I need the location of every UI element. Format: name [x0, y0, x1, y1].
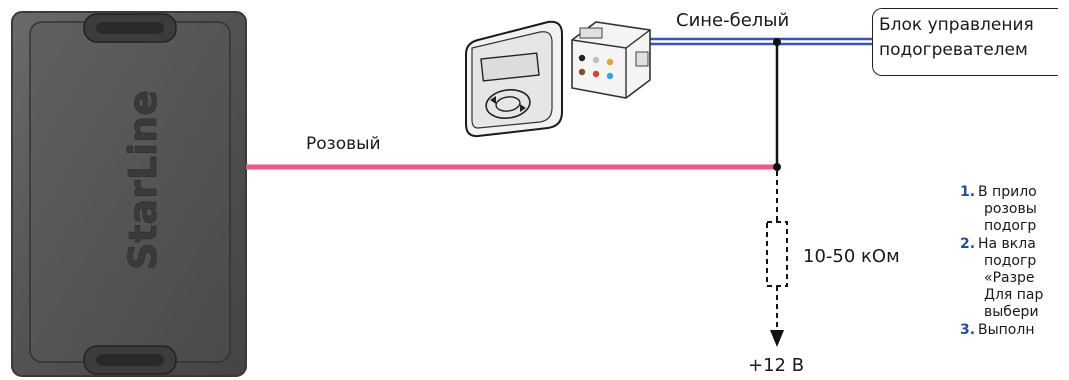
instruction-number: 3.: [960, 321, 976, 338]
remote-display-icon: [465, 20, 563, 138]
power-label: +12 В: [748, 355, 805, 376]
instruction-line: «Разре: [984, 270, 1035, 287]
instruction-number: 1.: [960, 184, 976, 200]
blue-white-wire: [650, 37, 872, 46]
instruction-line: розовы: [984, 201, 1037, 218]
instruction-item: 2.На вкла подогр «Разре Для пар выбери: [960, 236, 1069, 322]
connector-icon: [571, 21, 651, 99]
instruction-line: Для пар: [984, 287, 1044, 304]
pink-wire-label: Розовый: [306, 134, 381, 154]
instruction-item: 3.Выполн: [960, 322, 1069, 339]
instruction-number: 2.: [960, 235, 976, 252]
instruction-line: выбери: [984, 304, 1039, 321]
starline-module: [11, 11, 247, 377]
starline-logo-text: StarLine: [121, 90, 165, 270]
registered-mark: ®: [140, 97, 153, 108]
instruction-line: В прило: [978, 184, 1037, 200]
instruction-item: 1.В прило розовы подогр: [960, 184, 1069, 236]
instruction-line: Выполн: [978, 321, 1035, 338]
resistor-symbol: [766, 221, 788, 287]
junction-dot-top: [773, 38, 781, 46]
heater-unit-line1: Блок управления: [879, 15, 1034, 35]
heater-control-unit-box: Блок управления подогревателем: [872, 8, 1058, 76]
instruction-line: На вкла: [978, 235, 1036, 252]
resistor-label: 10-50 кОм: [803, 246, 900, 267]
instruction-line: подогр: [984, 218, 1037, 235]
instructions-list: 1.В прило розовы подогр 2.На вкла подогр…: [960, 184, 1069, 380]
instruction-line: подогр: [984, 252, 1037, 269]
arrow-down-icon: [770, 330, 784, 347]
blue-white-wire-label: Сине-белый: [676, 10, 790, 31]
junction-dot-bottom: [773, 163, 781, 171]
heater-unit-line2: подогревателем: [879, 40, 1028, 60]
